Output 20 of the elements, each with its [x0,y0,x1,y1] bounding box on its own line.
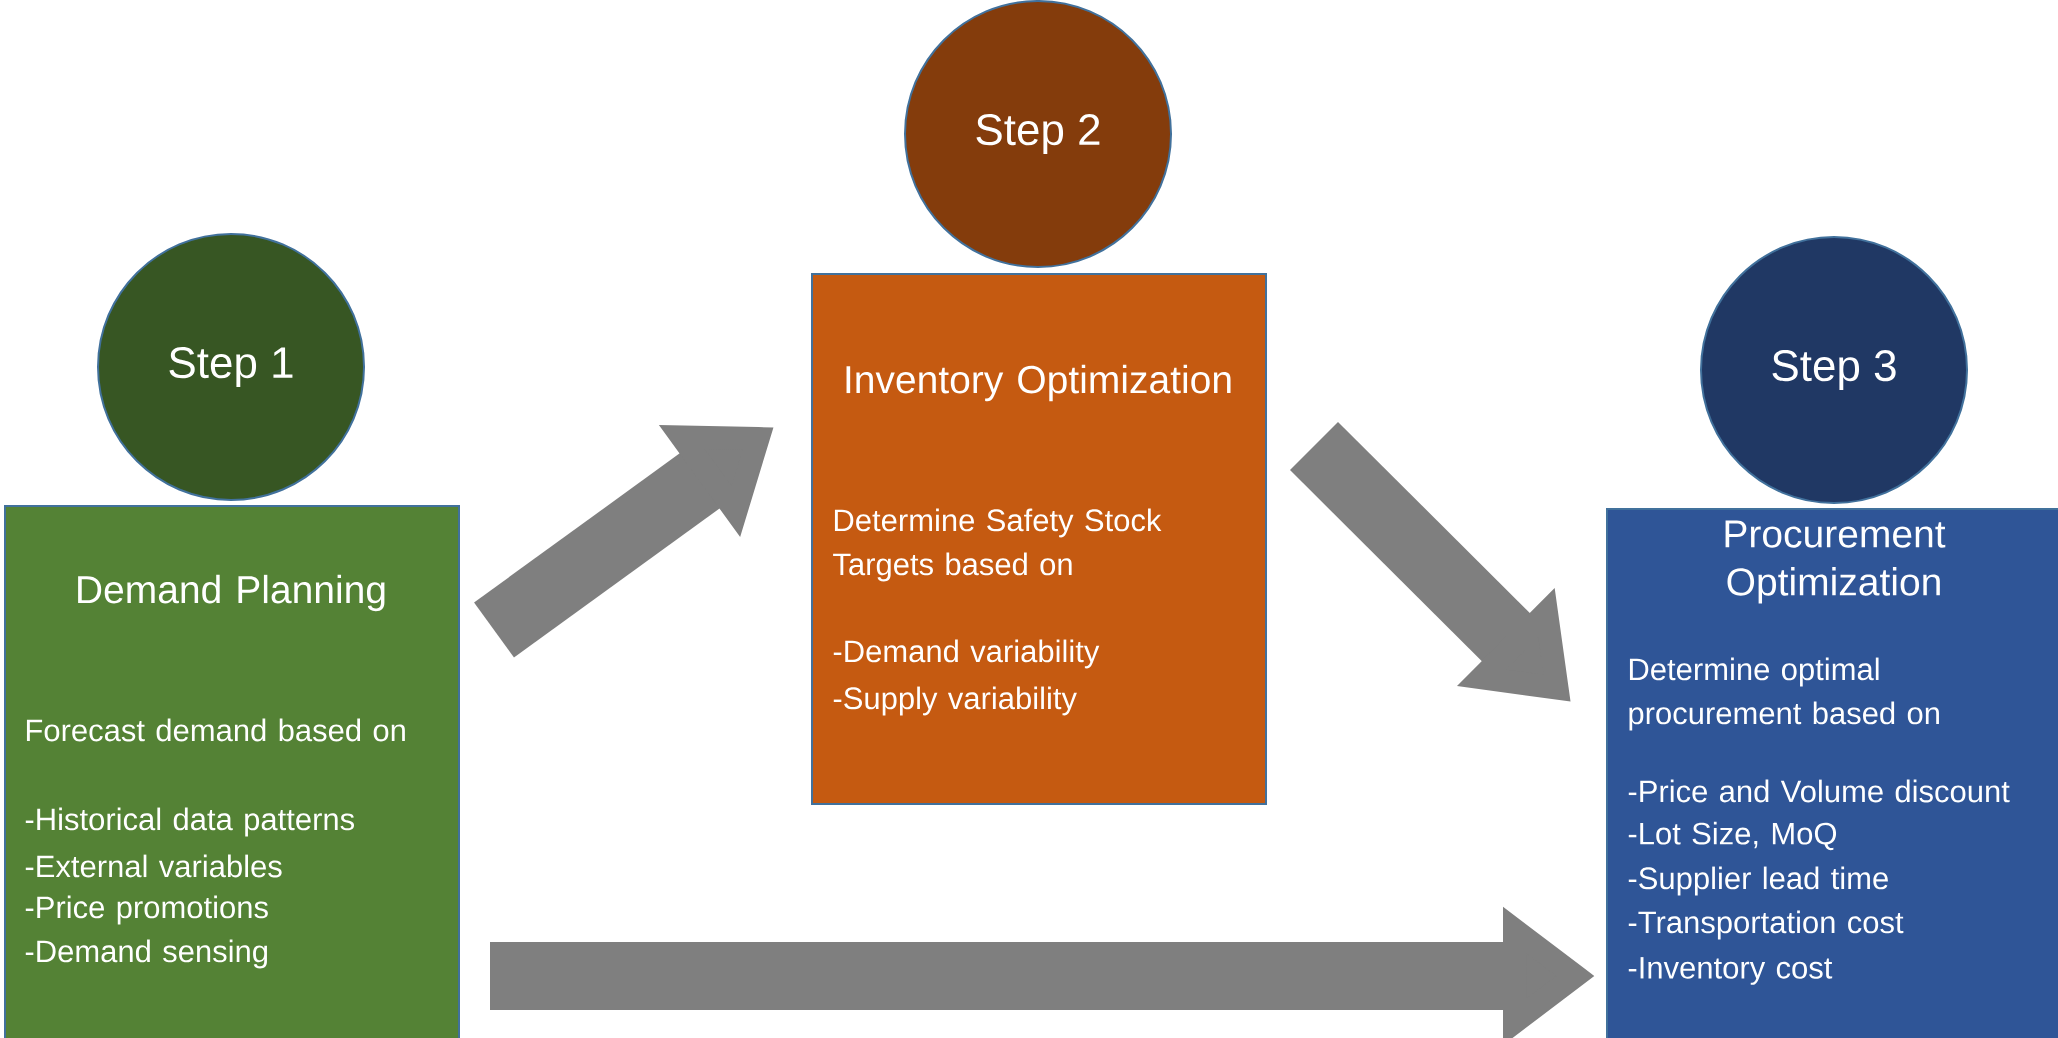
process-box [811,273,1267,805]
description: Determine Safety Stock Targets based on [833,508,1162,582]
list-item: -Price and Volume discount [1628,779,2010,803]
box-heading: Inventory Optimization [846,364,1231,402]
list-item: -Demand sensing [25,939,268,969]
box-heading: Procurement Optimization [1725,520,1946,604]
list-item: -Supply variability [833,686,1077,716]
process-box [4,505,460,1038]
list-item: -Price promotions [25,895,268,925]
list-item: -Demand variability [833,639,1100,669]
list-item: -Supplier lead time [1628,866,1888,896]
list-item: -External variables [25,854,282,878]
description: Determine optimal procurement based on [1629,657,1939,731]
box-heading: Demand Planning [78,574,385,612]
list-item: -Historical data patterns [25,807,354,837]
description: Forecast demand based on [26,718,405,742]
process-box [1606,508,2058,1038]
list-item: -Lot Size, MoQ [1628,821,1837,851]
list-item: -Transportation cost [1628,910,1904,940]
list-item: -Inventory cost [1628,957,1833,985]
